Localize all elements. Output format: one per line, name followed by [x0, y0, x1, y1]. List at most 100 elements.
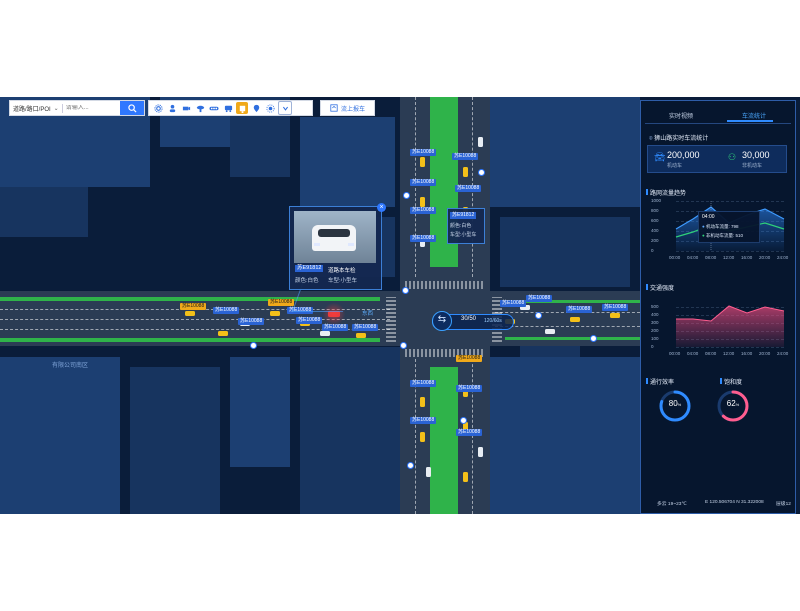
motor-count: 200,000 — [667, 150, 700, 160]
vehicle[interactable] — [478, 447, 483, 457]
lane-marking — [495, 326, 640, 327]
direction-label: 东西 — [362, 311, 374, 317]
plate-tag[interactable]: 苏E10088 — [456, 355, 483, 362]
plate-tag[interactable]: 苏E10088 — [526, 295, 553, 302]
settings-icon[interactable] — [152, 102, 164, 114]
vehicle[interactable] — [570, 317, 580, 322]
motor-label: 机动车 — [667, 163, 683, 169]
plate-tag[interactable]: 苏E10088 — [296, 317, 323, 324]
vehicle-detail-popup[interactable]: 苏E91812 道路本车检 颜色:白色 车型:小型车 — [289, 206, 382, 290]
person-icon[interactable] — [166, 102, 178, 114]
vehicle[interactable] — [420, 157, 425, 167]
report-button[interactable]: 流上报车 — [320, 100, 375, 116]
camera-icon[interactable] — [180, 102, 192, 114]
cctv-icon[interactable] — [194, 102, 206, 114]
map-view[interactable]: 苏E10088 苏E10088 苏E10088 苏E10088 苏E10088 … — [0, 97, 800, 514]
plate-tag[interactable]: 苏E10088 — [238, 318, 265, 325]
vehicle[interactable] — [320, 331, 330, 336]
plate-tag[interactable]: 苏E10088 — [287, 307, 314, 314]
camera-pin-icon[interactable] — [590, 335, 597, 342]
vehicle[interactable] — [356, 333, 366, 338]
tab-realtime-video[interactable]: 实时视频 — [669, 114, 694, 120]
building-block — [490, 357, 640, 514]
upload-icon — [330, 104, 338, 112]
vehicle[interactable] — [218, 331, 228, 336]
plate-tag[interactable]: 苏E10088 — [456, 429, 483, 436]
tooltip-time: 04:00 — [702, 214, 715, 220]
vehicle[interactable] — [270, 311, 280, 316]
efficiency-title: 通行效率 — [645, 377, 674, 386]
intensity-y-tick: 500 — [651, 304, 659, 309]
trend-y-tick: 600 — [651, 218, 659, 223]
search-button[interactable] — [120, 101, 144, 115]
vehicle[interactable] — [420, 237, 425, 247]
bus-icon[interactable] — [222, 102, 234, 114]
plate-tag[interactable]: 苏E10088 — [410, 417, 437, 424]
plate-tag[interactable]: 苏E10088 — [410, 207, 437, 214]
vehicle[interactable] — [463, 167, 468, 177]
camera-pin-icon[interactable] — [402, 287, 409, 294]
intensity-x-tick: 04:00 — [687, 351, 699, 356]
plate-tag[interactable]: 苏E10088 — [602, 304, 629, 311]
camera-pin-icon[interactable] — [460, 417, 467, 424]
vehicle[interactable] — [185, 311, 195, 316]
plate-tag[interactable]: 苏E10088 — [268, 299, 295, 306]
search-bar[interactable]: 道路/路口/POI ⌄ — [9, 100, 145, 116]
plate-tag[interactable]: 苏E10088 — [352, 324, 379, 331]
plate-tag[interactable]: 苏E10088 — [456, 385, 483, 392]
saturation-title: 饱和度 — [719, 377, 742, 386]
vehicle[interactable] — [463, 422, 468, 432]
green-median — [0, 338, 380, 342]
camera-pin-icon[interactable] — [250, 342, 257, 349]
saturation-gauge-arc — [717, 390, 749, 422]
vehicle[interactable] — [420, 197, 425, 207]
plate-tag[interactable]: 苏E10088 — [410, 380, 437, 387]
traffic-light-icon[interactable] — [208, 102, 220, 114]
vehicle[interactable] — [463, 387, 468, 397]
vehicle[interactable] — [520, 305, 530, 310]
vehicle[interactable] — [478, 137, 483, 147]
plate-tag[interactable]: 苏E10088 — [180, 303, 207, 310]
chevron-down-icon[interactable]: ⌄ — [53, 105, 59, 112]
intensity-y-tick: 0 — [651, 344, 654, 349]
plate-tag[interactable]: 苏E10088 — [566, 306, 593, 313]
trend-title: 路网流量趋势 — [645, 188, 686, 197]
vehicle[interactable] — [610, 313, 620, 318]
vehicle[interactable] — [420, 432, 425, 442]
trend-y-tick: 1000 — [651, 198, 662, 203]
expand-icon[interactable] — [278, 101, 292, 115]
tab-traffic-stats[interactable]: 车流统计 — [742, 114, 767, 120]
trend-x-tick: 04:00 — [687, 255, 699, 260]
camera-pin-icon[interactable] — [535, 312, 542, 319]
plate-tag[interactable]: 苏E10088 — [410, 179, 437, 186]
green-median — [505, 300, 640, 303]
plate-tag[interactable]: 苏E10088 — [322, 324, 349, 331]
vehicle[interactable] — [545, 329, 555, 334]
plate-tag[interactable]: 苏E10088 — [500, 300, 527, 307]
popup-color: 颜色:白色 — [295, 278, 319, 284]
pin-icon[interactable] — [250, 102, 262, 114]
plate-tag[interactable]: 苏E10088 — [410, 149, 437, 156]
filter-dropdown[interactable]: 道路/路口/POI — [13, 106, 51, 113]
lane-marking — [0, 319, 390, 320]
camera-pin-icon[interactable] — [400, 342, 407, 349]
tool-strip — [148, 100, 313, 116]
plate-tag[interactable]: 苏E10088 — [455, 185, 482, 192]
sun-icon[interactable] — [264, 102, 276, 114]
crosswalk — [405, 281, 485, 289]
vehicle[interactable] — [426, 467, 431, 477]
search-input[interactable] — [65, 105, 118, 111]
camera-pin-icon[interactable] — [407, 462, 414, 469]
plate-tag[interactable]: 苏E10088 — [452, 153, 479, 160]
lamp-icon[interactable] — [236, 102, 248, 114]
vehicle[interactable] — [420, 397, 425, 407]
mini-popup-plate: 苏E91812 — [450, 212, 477, 219]
plate-tag[interactable]: 苏E10088 — [410, 235, 437, 242]
camera-pin-icon[interactable] — [403, 192, 410, 199]
vehicle-mini-popup[interactable]: 苏E91812 颜色:白色 车型:小型车 — [447, 208, 485, 244]
close-icon[interactable]: × — [377, 203, 386, 212]
intensity-x-tick: 24:00 — [777, 351, 789, 356]
camera-pin-icon[interactable] — [478, 169, 485, 176]
plate-tag[interactable]: 苏E10088 — [213, 307, 240, 314]
vehicle[interactable] — [463, 472, 468, 482]
